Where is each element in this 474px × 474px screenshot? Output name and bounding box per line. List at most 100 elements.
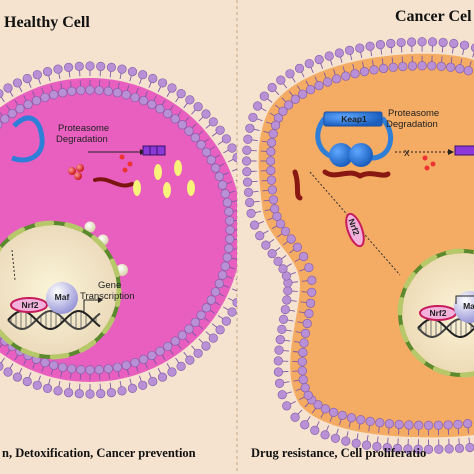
grain	[84, 221, 96, 233]
lipid-head	[31, 96, 42, 106]
lipid-head	[220, 261, 230, 271]
lipid-head	[232, 297, 237, 308]
lipid-head	[453, 419, 463, 429]
lipid-head	[463, 66, 473, 76]
lipid-head	[275, 219, 286, 229]
lipid-head	[276, 75, 286, 85]
lipid-head	[268, 129, 278, 139]
lipid-head	[369, 65, 379, 75]
lipid-head	[214, 171, 224, 182]
lipid-head	[155, 104, 165, 114]
lipid-head	[356, 415, 366, 425]
lipid-head	[245, 123, 255, 133]
lipid-head	[252, 101, 263, 111]
lipid-head	[121, 360, 131, 370]
lipid-head	[273, 367, 283, 377]
transcription-arrow	[83, 299, 100, 314]
lipid-head	[285, 69, 295, 79]
nrf2-free	[292, 169, 303, 201]
lipid-head	[459, 40, 470, 50]
lipid-head	[304, 59, 314, 69]
lipid-head	[245, 197, 255, 208]
nuclear-pores-left	[0, 220, 122, 360]
lipid-head	[310, 425, 320, 436]
lipid-head	[177, 330, 187, 340]
lipid-head	[268, 195, 279, 205]
lipid-head	[277, 324, 287, 334]
ubiquitin-fragment	[127, 161, 133, 167]
lipid-head	[417, 61, 427, 71]
lipid-head	[242, 145, 252, 155]
nuclear-pore	[0, 329, 13, 345]
lipid-head	[320, 430, 330, 440]
lipid-head	[121, 90, 131, 100]
cancer-caption: Drug resistance, Cell proliferatio	[251, 446, 427, 460]
lipid-head	[138, 380, 148, 390]
healthy-cell-title: Healthy Cell	[4, 14, 90, 31]
lipid-head	[365, 41, 375, 51]
ubiquitin-fragment	[422, 155, 428, 161]
lipid-head	[215, 325, 225, 335]
lipid-head	[282, 401, 292, 411]
lipid-head	[103, 86, 113, 96]
lipid-head	[292, 242, 303, 252]
lipid-head	[278, 264, 288, 274]
lipid-head	[225, 225, 235, 235]
lipid-head	[277, 390, 287, 400]
nuclear-pore	[34, 220, 55, 228]
lipid-head	[0, 114, 10, 124]
lipid-head	[227, 143, 237, 153]
lipid-head	[225, 216, 235, 226]
nuclear-pore	[432, 366, 451, 376]
lipid-head	[329, 407, 339, 418]
lipid-head	[375, 40, 386, 50]
lipid-head	[284, 100, 294, 110]
lipid-head	[290, 412, 300, 422]
lipid-head	[85, 85, 95, 95]
lipid-head	[167, 83, 177, 93]
cancer-cell-title: Cancer Cel	[395, 8, 472, 25]
lipid-head	[337, 410, 347, 420]
lipid-head	[127, 66, 138, 77]
lipid-head	[324, 51, 334, 61]
lipid-head	[208, 333, 218, 343]
lipid-head	[3, 367, 13, 377]
lipid-head	[243, 134, 253, 144]
lipid-head	[244, 268, 253, 277]
lipid-head	[267, 248, 277, 259]
lipid-head	[286, 234, 296, 244]
lipid-head	[361, 440, 372, 450]
lipid-head	[384, 419, 395, 429]
ros-molecule	[133, 180, 141, 196]
lipid-head	[298, 374, 308, 385]
lipid-head	[278, 106, 288, 116]
lipid-head	[177, 120, 187, 130]
dna-strand	[417, 317, 474, 338]
block-mark: x	[404, 147, 410, 159]
lipid-head	[307, 275, 317, 285]
maf-label-left: Maf	[54, 292, 70, 302]
lipid-head	[148, 376, 158, 387]
lipid-head	[341, 436, 351, 446]
lipid-head	[221, 316, 231, 326]
lipid-head	[396, 37, 406, 48]
lipid-head	[74, 61, 84, 71]
lipid-head	[305, 85, 316, 95]
lipid-head	[32, 70, 42, 80]
lipid-head	[224, 207, 234, 217]
lipid-head	[22, 376, 32, 387]
lipid-head	[302, 318, 312, 329]
ubiquitin-ball	[68, 167, 76, 175]
lipid-head	[163, 341, 173, 352]
lipid-head	[185, 95, 195, 105]
lipid-head	[299, 251, 309, 262]
lipid-head	[117, 64, 127, 74]
lipid-head	[259, 91, 269, 101]
lipid-head	[266, 165, 276, 176]
nrf2-label-left: Nrf2	[21, 300, 39, 310]
lipid-head	[185, 355, 195, 365]
lipid-head	[85, 61, 95, 71]
nrf2-pill-free	[345, 212, 365, 248]
